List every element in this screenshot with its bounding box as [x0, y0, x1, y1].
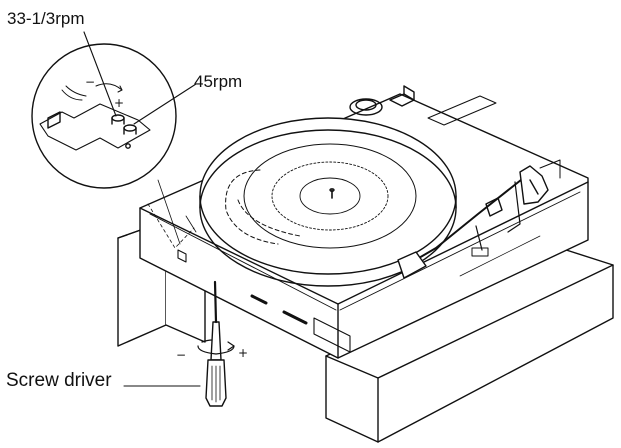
driver-plus-sign: +	[238, 346, 249, 360]
driver-minus-sign: −	[176, 348, 187, 362]
rear-details	[349, 85, 561, 179]
inset-minus-sign: −	[85, 75, 96, 89]
inset-callout	[31, 43, 197, 249]
platter	[199, 117, 457, 287]
right-support-block	[325, 247, 614, 443]
inset-plus-sign: +	[114, 96, 125, 110]
label-45rpm: 45rpm	[194, 72, 243, 91]
label-leaders	[83, 31, 201, 387]
label-screw-driver: Screw driver	[6, 370, 112, 391]
label-33rpm: 33-1/3rpm	[7, 9, 85, 28]
screwdriver-icon	[197, 280, 235, 407]
tonearm	[397, 165, 549, 279]
